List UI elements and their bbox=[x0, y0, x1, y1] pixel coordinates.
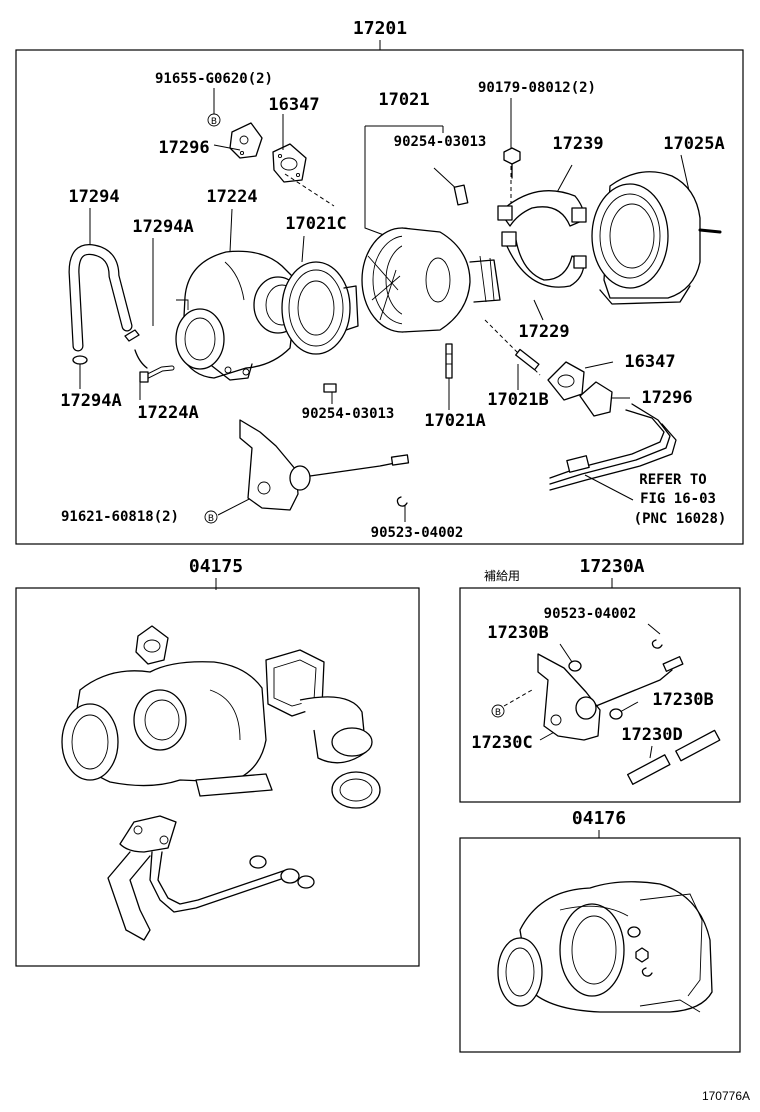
bolt-marker-icon-bottom: B bbox=[204, 510, 218, 524]
gasket-17296-upper bbox=[229, 122, 263, 159]
label-17224: 17224 bbox=[206, 187, 257, 207]
refer-line-3: (PNC 16028) bbox=[634, 511, 727, 527]
label-91655-g0620: 91655-G0620(2) bbox=[155, 71, 273, 87]
label-17296-lower: 17296 bbox=[641, 388, 692, 408]
kit-frame-04175 bbox=[15, 587, 420, 967]
wastegate-actuator-top bbox=[239, 419, 410, 511]
svg-text:B: B bbox=[208, 514, 214, 524]
turbine-housing-17224 bbox=[175, 250, 303, 381]
clamp-17239 bbox=[497, 190, 587, 227]
hose-17230d bbox=[626, 729, 721, 785]
kit-number-04176: 04176 bbox=[572, 808, 626, 829]
refer-line-1: REFER TO bbox=[639, 472, 706, 488]
oil-pipe-refer bbox=[549, 403, 677, 491]
label-17224a: 17224A bbox=[137, 403, 198, 423]
label-17021c: 17021C bbox=[285, 214, 346, 234]
bolt-marker-icon-top: B bbox=[207, 113, 221, 127]
label-17021: 17021 bbox=[378, 90, 429, 110]
label-17294a-lower: 17294A bbox=[60, 391, 121, 411]
kit-frame-04176 bbox=[459, 837, 741, 1053]
kit-supply-note: 補給用 bbox=[484, 569, 520, 583]
hose-17294 bbox=[68, 243, 133, 352]
gasket-16347-upper bbox=[272, 143, 307, 183]
oil-pipe-17224a bbox=[134, 349, 175, 383]
label-91621-60818: 91621-60818(2) bbox=[61, 509, 179, 525]
label-17230c: 17230C bbox=[471, 733, 532, 753]
hose-clamp-17294a bbox=[72, 329, 140, 365]
svg-text:B: B bbox=[211, 117, 217, 127]
label-16347-lower: 16347 bbox=[624, 352, 675, 372]
bolt-marker-icon-kit: B bbox=[491, 704, 505, 718]
kit-number-04175: 04175 bbox=[189, 556, 243, 577]
label-17021a: 17021A bbox=[424, 411, 485, 431]
label-17229: 17229 bbox=[518, 322, 569, 342]
clamp-17229 bbox=[501, 231, 587, 288]
label-17296-upper: 17296 bbox=[158, 138, 209, 158]
label-17025a: 17025A bbox=[663, 134, 724, 154]
label-17294a-upper: 17294A bbox=[132, 217, 193, 237]
label-90523-04002-kit: 90523-04002 bbox=[544, 606, 637, 622]
label-90254-03013-upper: 90254-03013 bbox=[394, 134, 487, 150]
assembly-number-17201: 17201 bbox=[353, 18, 407, 39]
figure-code: 170776A bbox=[702, 1089, 750, 1103]
label-17021b: 17021B bbox=[487, 390, 548, 410]
label-90254-03013-lower: 90254-03013 bbox=[302, 406, 395, 422]
svg-text:B: B bbox=[495, 708, 501, 718]
turbo-assembly-04176 bbox=[497, 881, 713, 1013]
heat-shield-17021c bbox=[281, 261, 359, 355]
label-90179-08012: 90179-08012(2) bbox=[478, 80, 596, 96]
stud-17021a bbox=[445, 343, 453, 379]
label-16347-upper: 16347 bbox=[268, 95, 319, 115]
stud-17021b bbox=[515, 348, 540, 371]
wastegate-actuator-kit bbox=[537, 639, 684, 741]
kit-frame-17230a bbox=[459, 587, 741, 803]
label-17230d: 17230D bbox=[621, 725, 682, 745]
gasket-16347-lower bbox=[547, 361, 585, 401]
label-17230b-lower: 17230B bbox=[652, 690, 713, 710]
center-cartridge-17021 bbox=[361, 184, 501, 333]
kit-number-17230a: 17230A bbox=[579, 556, 644, 577]
refer-line-2: FIG 16-03 bbox=[640, 491, 716, 507]
assembly-frame-17201 bbox=[15, 49, 744, 545]
label-17294: 17294 bbox=[68, 187, 119, 207]
gasket-17296-lower bbox=[579, 381, 613, 417]
compressor-housing-17025a bbox=[591, 171, 722, 305]
turbo-assembly-04175 bbox=[61, 625, 381, 941]
bolt-90179-08012 bbox=[503, 147, 521, 179]
label-90523-04002-top: 90523-04002 bbox=[371, 525, 464, 541]
label-17239: 17239 bbox=[552, 134, 603, 154]
label-17230b-upper: 17230B bbox=[487, 623, 548, 643]
pin-90254-lower bbox=[323, 383, 337, 393]
